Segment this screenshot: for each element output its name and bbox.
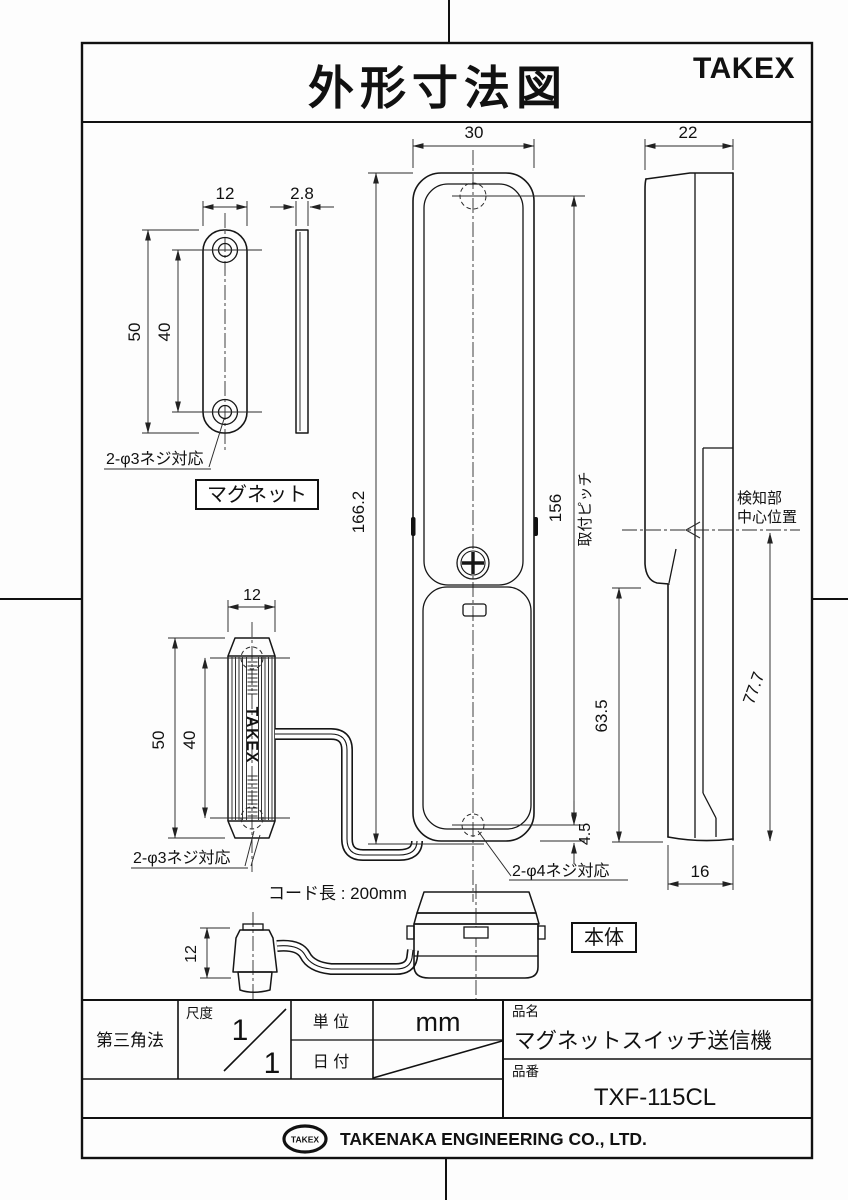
product-name-value: マグネットスイッチ送信機 <box>514 1029 772 1053</box>
unit-label: 単 位 <box>313 1013 349 1031</box>
detection-center-arrow-icon <box>684 521 701 539</box>
dim-body-pitch-label: 取付ピッチ <box>577 471 594 546</box>
dim-magnet-thickness: 2.8 <box>290 184 314 203</box>
case-seam-notch-left <box>411 517 416 536</box>
dim-side-width: 22 <box>679 123 698 142</box>
takex-oval-logo-text: TAKEX <box>291 1135 320 1145</box>
magnet-screw-note: 2-φ3ネジ対応 <box>106 450 204 468</box>
part-number-label: 品番 <box>512 1064 540 1079</box>
dim-body-overall: 166.2 <box>349 491 368 534</box>
unit-clamp <box>463 926 489 939</box>
part-number-value: TXF-115CL <box>594 1084 716 1111</box>
dim-body-pitch: 156 <box>546 494 565 522</box>
dim-assembly-height: 12 <box>183 945 200 963</box>
takex-oval-logo-icon <box>282 1124 328 1154</box>
product-name-label: 品名 <box>512 1004 539 1019</box>
case-seam-notch-right <box>533 517 538 536</box>
dim-side-center: 77.7 <box>739 669 768 707</box>
detection-label-line1: 検知部 <box>737 490 782 507</box>
company-name: TAKENAKA ENGINEERING CO., LTD. <box>340 1129 647 1149</box>
led-window <box>462 603 487 617</box>
screw-phillips-icon <box>462 552 484 574</box>
unit-ear-right <box>537 925 546 940</box>
transmitter-ribs <box>231 657 273 820</box>
dim-magnet-height: 50 <box>125 323 144 342</box>
scale-denominator: 1 <box>264 1047 281 1080</box>
date-blank-slash <box>372 1040 503 1079</box>
brand-wordmark: TAKEX <box>693 52 795 85</box>
cord-length-note: コード長 : 200mm <box>268 884 407 903</box>
dim-magnet-width: 12 <box>216 184 235 203</box>
dim-body-offset: 4.5 <box>577 823 594 845</box>
scale-label: 尺度 <box>186 1006 213 1021</box>
dim-side-bottom-width: 16 <box>691 862 710 881</box>
view-transmitter: TAKEX 12 50 40 2-φ3ネジ対応 <box>131 587 290 872</box>
view-assembly: コード長 : 200mm 12 本体 <box>183 884 637 1002</box>
body-screw-note: 2-φ4ネジ対応 <box>512 862 610 880</box>
view-body-side: 22 検知部 中心位置 77.7 63.5 16 <box>592 123 800 890</box>
body-label: 本体 <box>584 926 624 949</box>
sheet-frame: 外形寸法図 TAKEX <box>80 41 814 1160</box>
dim-magnet-pitch: 40 <box>155 323 174 342</box>
dim-body-width: 30 <box>465 123 484 142</box>
dim-side-lower: 63.5 <box>592 699 611 732</box>
transmitter-logo: TAKEX <box>243 707 260 763</box>
dim-transmitter-pitch: 40 <box>180 731 199 750</box>
scale-slash <box>223 1008 287 1072</box>
view-magnet-front: 12 2.8 50 40 2-φ3ネジ対応 マグネット <box>104 184 334 510</box>
projection-method: 第三角法 <box>96 1031 164 1050</box>
dim-transmitter-width: 12 <box>243 587 261 604</box>
unit-value: mm <box>416 1007 461 1037</box>
unit-ear-left <box>406 925 415 940</box>
date-label: 日 付 <box>313 1053 349 1071</box>
magnet-label: マグネット <box>207 483 307 506</box>
drawing-title: 外形寸法図 <box>308 62 568 114</box>
detection-label-line2: 中心位置 <box>737 509 797 526</box>
transmitter-screw-note: 2-φ3ネジ対応 <box>133 849 231 867</box>
footer-company-band: TAKEX TAKENAKA ENGINEERING CO., LTD. <box>282 1124 647 1154</box>
transmitter-cord <box>275 728 423 861</box>
title-block: 第三角法 尺度 1 1 単 位 日 付 mm 品名 マグネットスイッチ送信機 品… <box>82 999 812 1119</box>
view-body-front: 30 166.2 156 取付ピッチ 4.5 2-φ4ネジ対応 <box>349 123 628 902</box>
scale-numerator: 1 <box>232 1014 249 1047</box>
dim-transmitter-height: 50 <box>149 731 168 750</box>
